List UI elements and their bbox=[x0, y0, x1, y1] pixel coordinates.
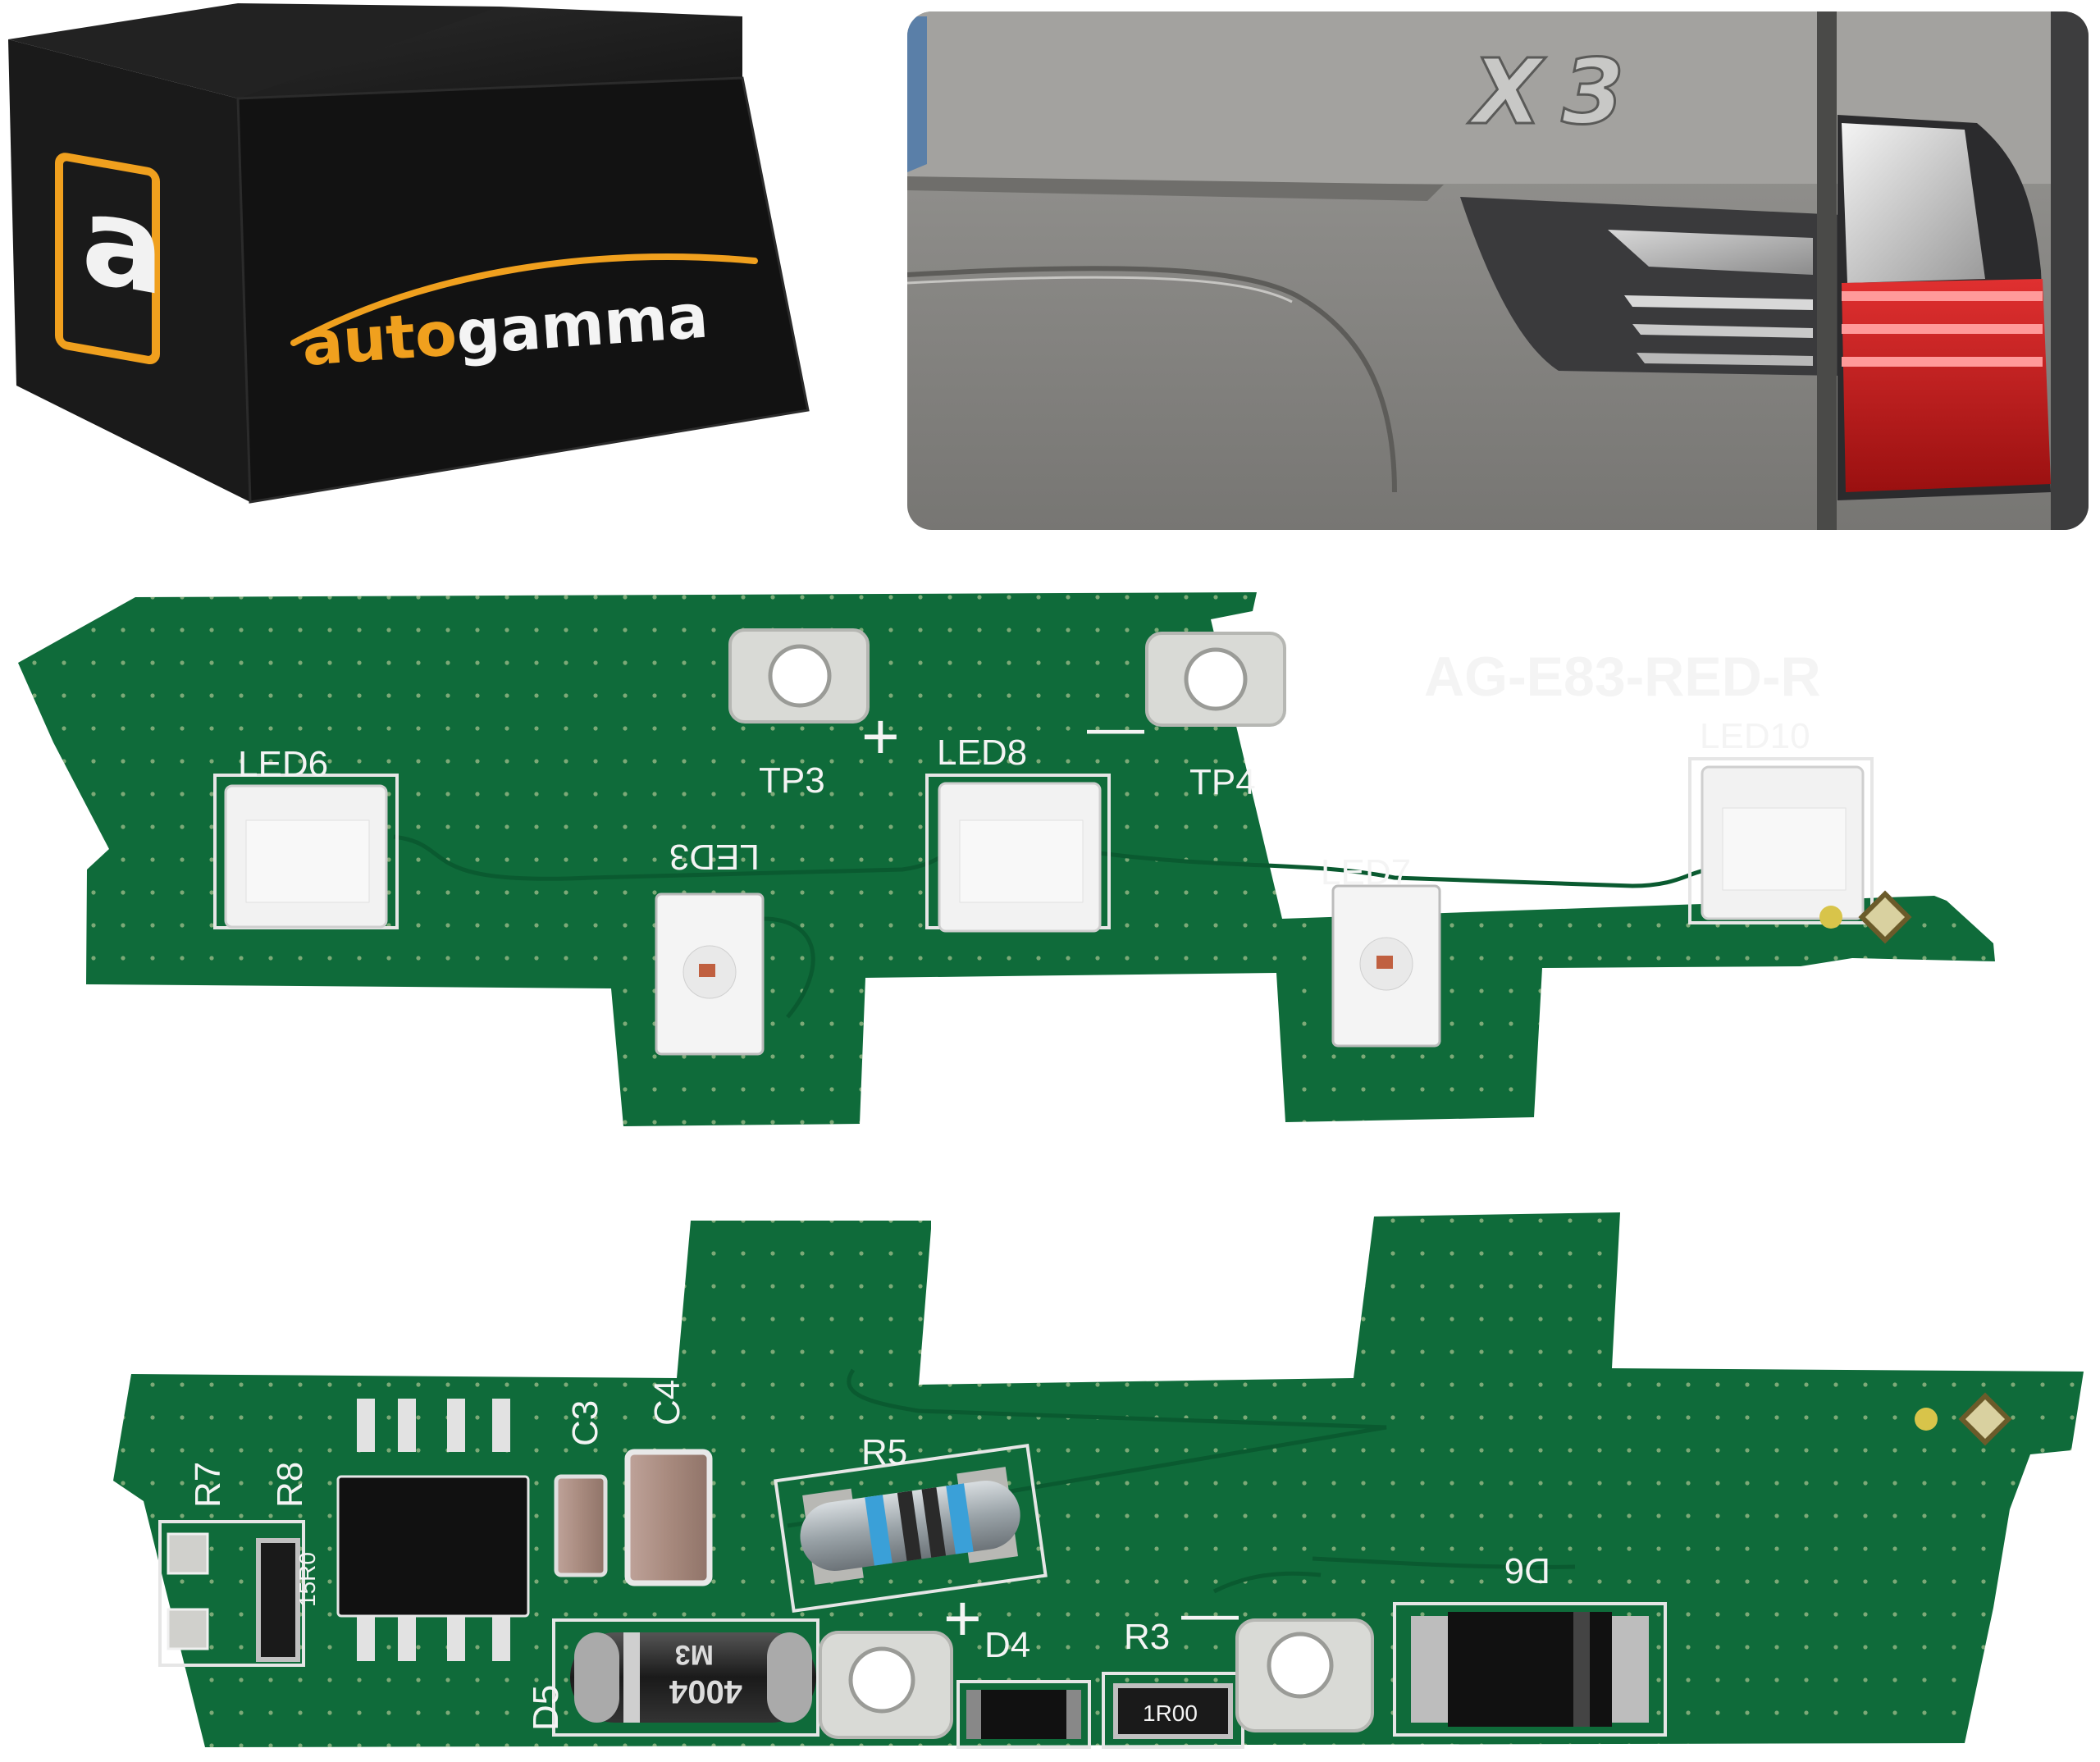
r8-label: R8 bbox=[270, 1462, 310, 1508]
tp4-pad bbox=[1145, 632, 1286, 727]
led6-component bbox=[213, 774, 399, 929]
led8-label: LED8 bbox=[937, 733, 1027, 773]
r5-resistor bbox=[774, 1443, 1048, 1614]
led8-component bbox=[925, 774, 1111, 933]
led10-component bbox=[1688, 757, 1874, 924]
c4-capacitor bbox=[624, 1449, 713, 1586]
d5-label: D5 bbox=[526, 1685, 566, 1731]
d6-label: D6 bbox=[1504, 1550, 1550, 1591]
c4-label: C4 bbox=[647, 1380, 687, 1426]
d4-label: D4 bbox=[984, 1625, 1030, 1665]
tp4-label: TP4 bbox=[1189, 762, 1256, 802]
back-fiducial-diamond bbox=[1958, 1392, 2012, 1446]
brand-name-auto: auto bbox=[299, 299, 459, 380]
back-mount-pad-right bbox=[1235, 1618, 1374, 1732]
plus-label: + bbox=[861, 700, 900, 773]
d4-diode bbox=[956, 1680, 1091, 1749]
pcb-front: AG-E83-RED-R LED6 LED3 LED8 LED7 LED10 T… bbox=[18, 592, 1995, 1126]
r8-resistor: 15R0 bbox=[256, 1538, 320, 1662]
brand-name: autogamma bbox=[299, 281, 710, 380]
d5-marking-4004: 4004 bbox=[669, 1673, 742, 1710]
brand-swoosh bbox=[290, 253, 758, 346]
r3-resistor: 1R00 bbox=[1102, 1672, 1244, 1749]
led10-label: LED10 bbox=[1700, 716, 1810, 756]
r7-r8-pads bbox=[158, 1520, 305, 1667]
r5-label: R5 bbox=[861, 1432, 907, 1472]
back-plus-label: + bbox=[943, 1582, 982, 1655]
r7-label: R7 bbox=[188, 1462, 228, 1508]
tp3-label: TP3 bbox=[759, 760, 825, 801]
back-minus-label: — bbox=[1181, 1581, 1239, 1645]
led3-label: LED3 bbox=[669, 837, 760, 877]
brand-badge: a bbox=[55, 153, 164, 364]
c3-capacitor bbox=[554, 1474, 608, 1577]
product-box: a autogamma bbox=[8, 3, 810, 504]
ic-chip bbox=[336, 1399, 530, 1661]
r3-label: R3 bbox=[1124, 1617, 1170, 1657]
tp3-pad bbox=[728, 628, 870, 724]
c3-label: C3 bbox=[565, 1400, 605, 1446]
car-model-badge: X3 bbox=[1468, 39, 1644, 144]
back-mount-pad-left bbox=[819, 1631, 953, 1739]
fiducial-diamond bbox=[1858, 890, 1912, 944]
brand-badge-letter: a bbox=[81, 167, 164, 324]
led7-label: LED7 bbox=[1321, 852, 1411, 892]
r8-value-marking: 15R0 bbox=[294, 1552, 320, 1607]
led6-label: LED6 bbox=[238, 744, 328, 784]
d6-diode bbox=[1393, 1602, 1667, 1737]
led7-component bbox=[1331, 884, 1441, 1048]
car-taillight-photo: X3 bbox=[907, 11, 2089, 530]
d5-diode: 4004 M3 bbox=[552, 1618, 819, 1737]
led3-component bbox=[655, 892, 765, 1056]
fiducial-round bbox=[1819, 906, 1842, 929]
d5-marking-m3: M3 bbox=[675, 1639, 714, 1670]
back-fiducial-round bbox=[1915, 1408, 1938, 1431]
part-number-label: AG-E83-RED-R bbox=[1424, 646, 1821, 708]
brand-name-gamma: gamma bbox=[454, 281, 710, 369]
minus-label: — bbox=[1087, 695, 1144, 759]
pcb-back: 15R0 bbox=[113, 1212, 2084, 1749]
r3-value-marking: 1R00 bbox=[1143, 1700, 1198, 1726]
